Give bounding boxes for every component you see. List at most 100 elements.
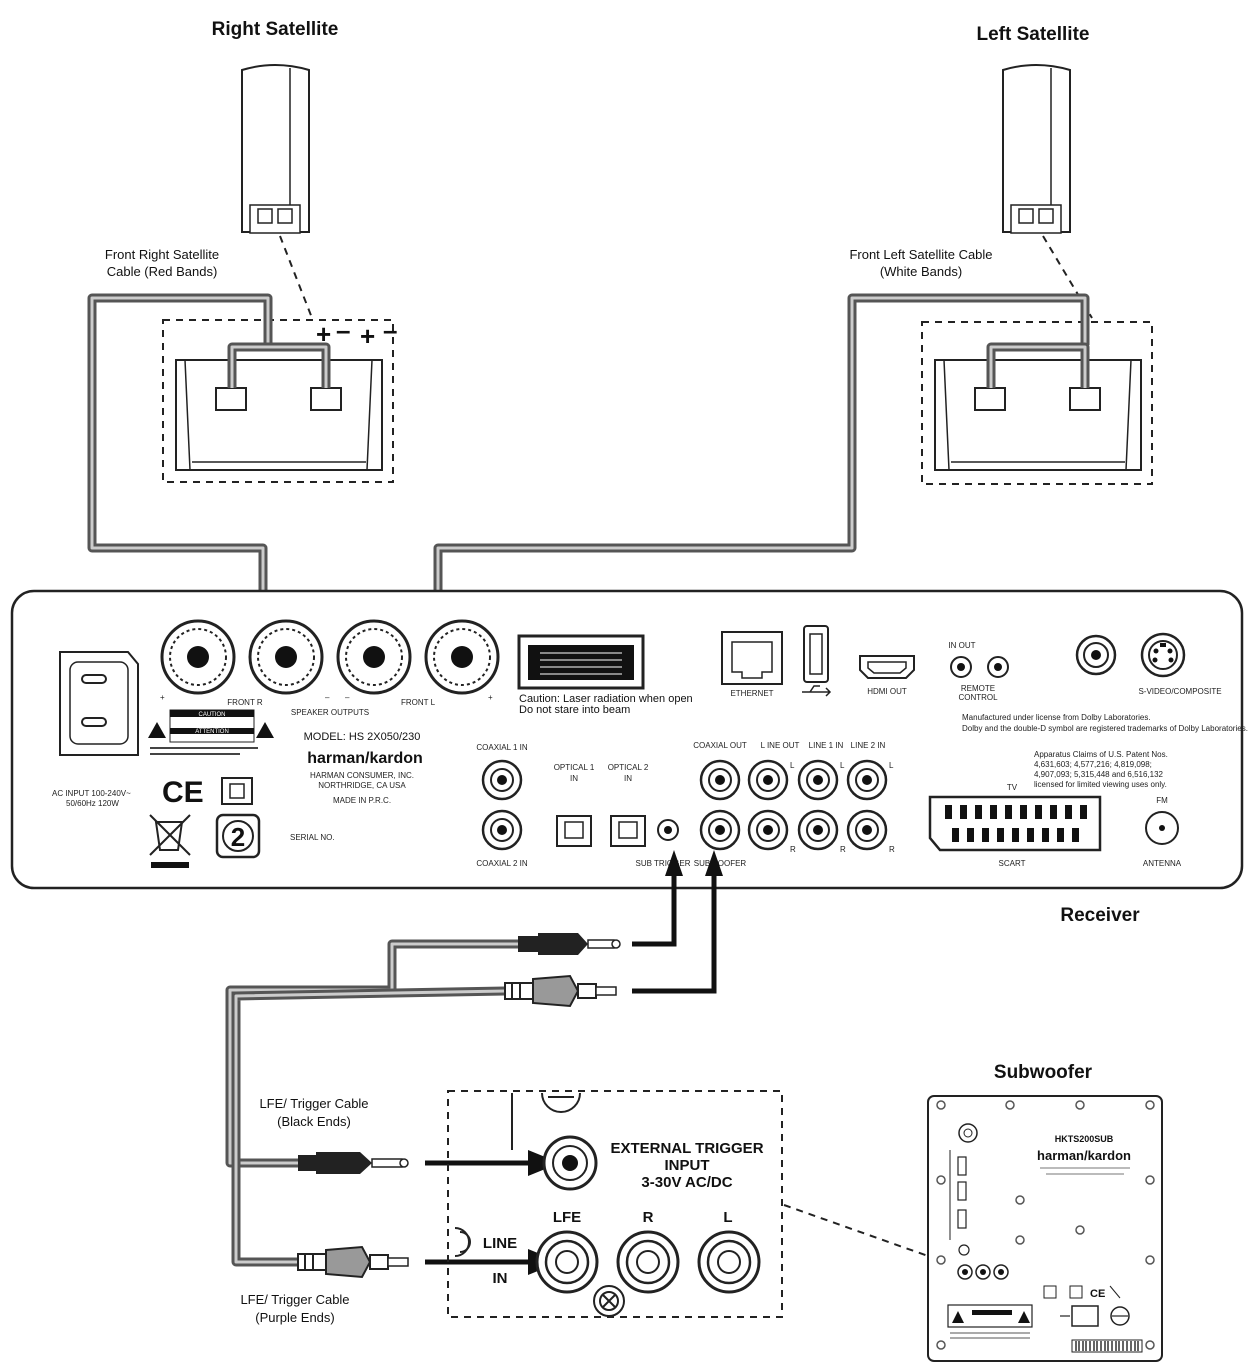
sub-power-inlet xyxy=(1060,1305,1130,1327)
line-1-in-label: LINE 1 IN xyxy=(809,741,844,750)
sub-trigger-label: SUB TRIGGER xyxy=(636,859,691,868)
left-satellite-title: Left Satellite xyxy=(977,24,1090,45)
coaxial-out-jack xyxy=(699,759,741,801)
subwoofer-brand-logo: harman/kardon xyxy=(1037,1148,1131,1163)
lfe-trigger-cables xyxy=(225,939,520,1267)
laser-caution-2: Do not stare into beam xyxy=(519,704,630,716)
line-in-r-jack xyxy=(616,1230,680,1294)
right-satellite-speaker xyxy=(241,64,310,234)
model-label: MODEL: HS 2X050/230 xyxy=(304,731,421,743)
patent-notice-3: 4,907,093; 5,315,448 and 6,516,132 xyxy=(1034,770,1164,779)
front-r-minus-post xyxy=(248,619,324,695)
weee-bin-icon xyxy=(149,814,191,868)
in-label: IN xyxy=(493,1270,508,1287)
ac-input-label: AC INPUT 100-240V~ xyxy=(52,789,131,798)
double-insulation-icon xyxy=(221,777,253,805)
maker-line-1: HARMAN CONSUMER, INC. xyxy=(310,771,414,780)
laser-caution-1: Caution: Laser radiation when open xyxy=(519,693,693,705)
receiver-brand-logo: harman/kardon xyxy=(307,750,423,767)
composite-video-jack xyxy=(1075,634,1117,676)
remote-in-out-label: IN OUT xyxy=(948,641,975,650)
panel-screw-top xyxy=(541,1092,581,1113)
ethernet-port xyxy=(721,631,783,685)
external-trigger-title: EXTERNAL TRIGGER xyxy=(610,1140,763,1157)
sub-trigger-arrow xyxy=(632,868,677,947)
optical-2-label: OPTICAL 2 xyxy=(608,763,649,772)
subwoofer-input-zoom-panel: EXTERNAL TRIGGER INPUT 3-30V AC/DC LFE R… xyxy=(447,1090,783,1318)
coaxial-2-jack xyxy=(481,809,523,851)
l-jack-label: L xyxy=(723,1209,732,1226)
speaker-outputs-label: SPEAKER OUTPUTS xyxy=(291,708,369,717)
svg-text:L: L xyxy=(889,761,894,770)
svg-text:+: + xyxy=(160,693,165,702)
svg-text:R: R xyxy=(889,845,895,854)
fm-label: FM xyxy=(1156,796,1168,805)
svg-text:ATTENTION: ATTENTION xyxy=(195,729,229,735)
serial-number-label: SERIAL NO. xyxy=(290,833,335,842)
subwoofer-jack-label: SUBWOOFER xyxy=(694,859,747,868)
line-in-l-jack xyxy=(697,1230,761,1294)
optical-1-label: OPTICAL 1 xyxy=(554,763,595,772)
ac-input-label-2: 50/60Hz 120W xyxy=(66,799,119,808)
lfe-input-jack xyxy=(535,1230,599,1294)
subwoofer-rear-panel: HKTS200SUB harman/kardon CE xyxy=(927,1095,1163,1362)
lfe-black-cable-label-1: LFE/ Trigger Cable xyxy=(259,1096,368,1111)
svg-text:+: + xyxy=(316,319,331,349)
line-out-label: L INE OUT xyxy=(761,741,800,750)
tv-label: TV xyxy=(1007,783,1018,792)
external-trigger-input: INPUT xyxy=(665,1157,710,1174)
lfe-jack-label: LFE xyxy=(553,1209,581,1226)
line-2-in-label: LINE 2 IN xyxy=(851,741,886,750)
front-left-cable xyxy=(389,293,1090,617)
front-left-cable-label-1: Front Left Satellite Cable xyxy=(849,247,992,262)
purple-rca-plug-top xyxy=(504,974,617,1008)
ce-mark: CE xyxy=(162,776,204,809)
sub-rca-inputs xyxy=(957,1264,1009,1280)
right-speaker-leader xyxy=(279,235,313,319)
patent-notice-2: 4,631,603; 4,577,216; 4,819,098; xyxy=(1034,760,1152,769)
front-l-minus-post xyxy=(336,619,412,695)
svg-text:L: L xyxy=(840,761,845,770)
antenna-label: ANTENNA xyxy=(1143,859,1182,868)
svg-text:–: – xyxy=(325,693,330,702)
front-l-label: FRONT L xyxy=(401,698,436,707)
ethernet-label: ETHERNET xyxy=(730,689,773,698)
ac-power-inlet xyxy=(59,651,139,756)
front-r-label: FRONT R xyxy=(227,698,263,707)
front-right-cable-label-1: Front Right Satellite xyxy=(105,247,219,262)
svg-text:CAUTION: CAUTION xyxy=(199,712,226,718)
coaxial-1-label: COAXIAL 1 IN xyxy=(476,743,528,752)
hdmi-port xyxy=(859,655,915,679)
optical-1-label-in: IN xyxy=(570,774,578,783)
line-2-in-jacks xyxy=(846,759,888,851)
subwoofer-out-jack xyxy=(699,809,741,851)
svg-text:R: R xyxy=(790,845,796,854)
dolby-notice-2: Dolby and the double-D symbol are regist… xyxy=(962,724,1248,733)
speaker-binding-posts: + – – + xyxy=(160,619,500,702)
front-r-plus-post xyxy=(160,619,236,695)
black-mini-plug-bottom xyxy=(298,1152,409,1174)
coaxial-2-label: COAXIAL 2 IN xyxy=(476,859,528,868)
lfe-purple-cable-label-2: (Purple Ends) xyxy=(255,1310,334,1325)
remote-control-label-2: CONTROL xyxy=(958,693,998,702)
front-left-cable-label-2: (White Bands) xyxy=(880,264,962,279)
hdmi-out-label: HDMI OUT xyxy=(867,687,907,696)
sub-trigger-mini-jack xyxy=(958,1244,970,1256)
optical-1-port xyxy=(556,815,592,847)
svg-text:L: L xyxy=(790,761,795,770)
external-trigger-voltage: 3-30V AC/DC xyxy=(641,1174,732,1191)
sub-compliance-icons: CE xyxy=(1043,1285,1121,1300)
eq-switch xyxy=(957,1181,967,1201)
right-satellite-title: Right Satellite xyxy=(212,19,339,40)
lfe-black-cable-label-2: (Black Ends) xyxy=(277,1114,351,1129)
scart-label: SCART xyxy=(999,859,1026,868)
made-in-label: MADE IN P.R.C. xyxy=(333,796,391,805)
front-right-cable xyxy=(87,293,331,617)
laser-label-plate xyxy=(517,634,645,690)
svg-text:–: – xyxy=(383,315,397,345)
svg-text:R: R xyxy=(840,845,846,854)
line-out-jacks xyxy=(747,759,789,851)
crossover-knob xyxy=(958,1123,978,1143)
disc-class-icon: 2 xyxy=(215,813,261,859)
